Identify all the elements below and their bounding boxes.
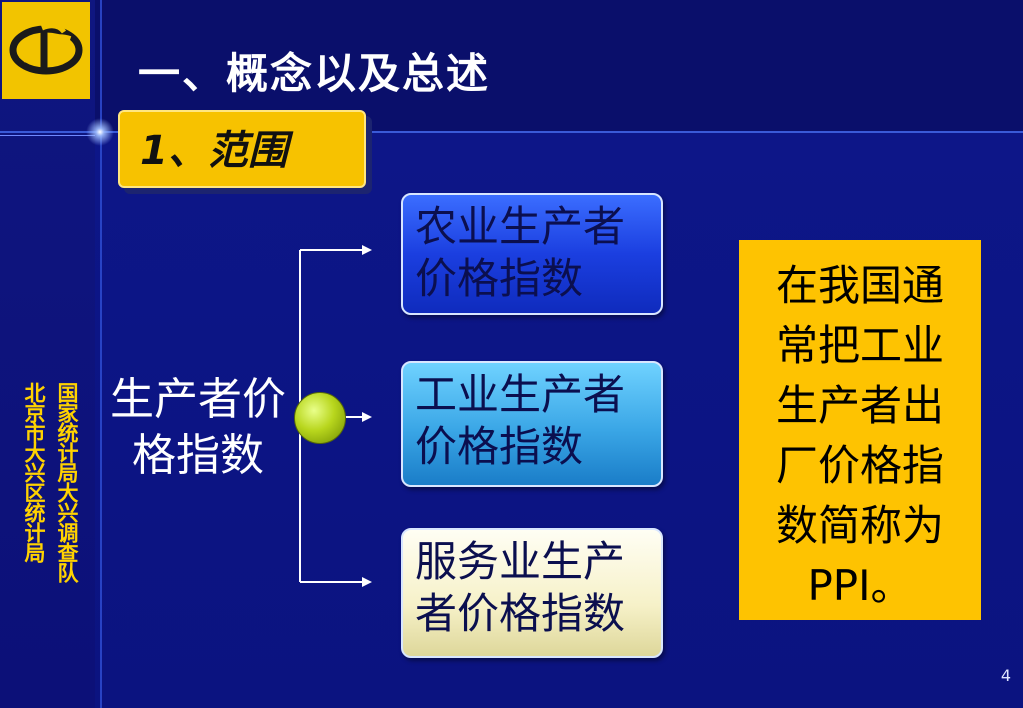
vertical-divider	[100, 0, 102, 708]
page-number: 4	[1000, 666, 1011, 685]
org-name-district-bureau: 北京市大兴区统计局	[22, 382, 46, 562]
slide-title: 一、概念以及总述	[138, 49, 491, 98]
stats-bureau-logo-icon	[9, 23, 83, 75]
org-name-stats-team: 国家统计局大兴调查队	[55, 382, 79, 582]
horizontal-divider	[0, 131, 1023, 133]
section-label: 1、范围	[118, 110, 366, 188]
arrow-right-icon	[362, 412, 372, 422]
arrow-right-icon	[362, 245, 372, 255]
branch-box-services: 服务业生产者价格指数	[401, 528, 663, 658]
horizontal-divider-secondary	[0, 135, 95, 136]
arrow-right-icon	[362, 577, 372, 587]
branch-node	[294, 392, 346, 444]
crosshair-glow	[86, 118, 114, 146]
stats-bureau-logo	[2, 2, 90, 99]
definition-note: 在我国通常把工业生产者出厂价格指数简称为PPI。	[739, 240, 981, 620]
main-topic: 生产者价格指数	[110, 374, 286, 481]
branch-box-agriculture: 农业生产者价格指数	[401, 193, 663, 315]
left-side-band	[0, 0, 95, 708]
branch-box-industry: 工业生产者价格指数	[401, 361, 663, 487]
